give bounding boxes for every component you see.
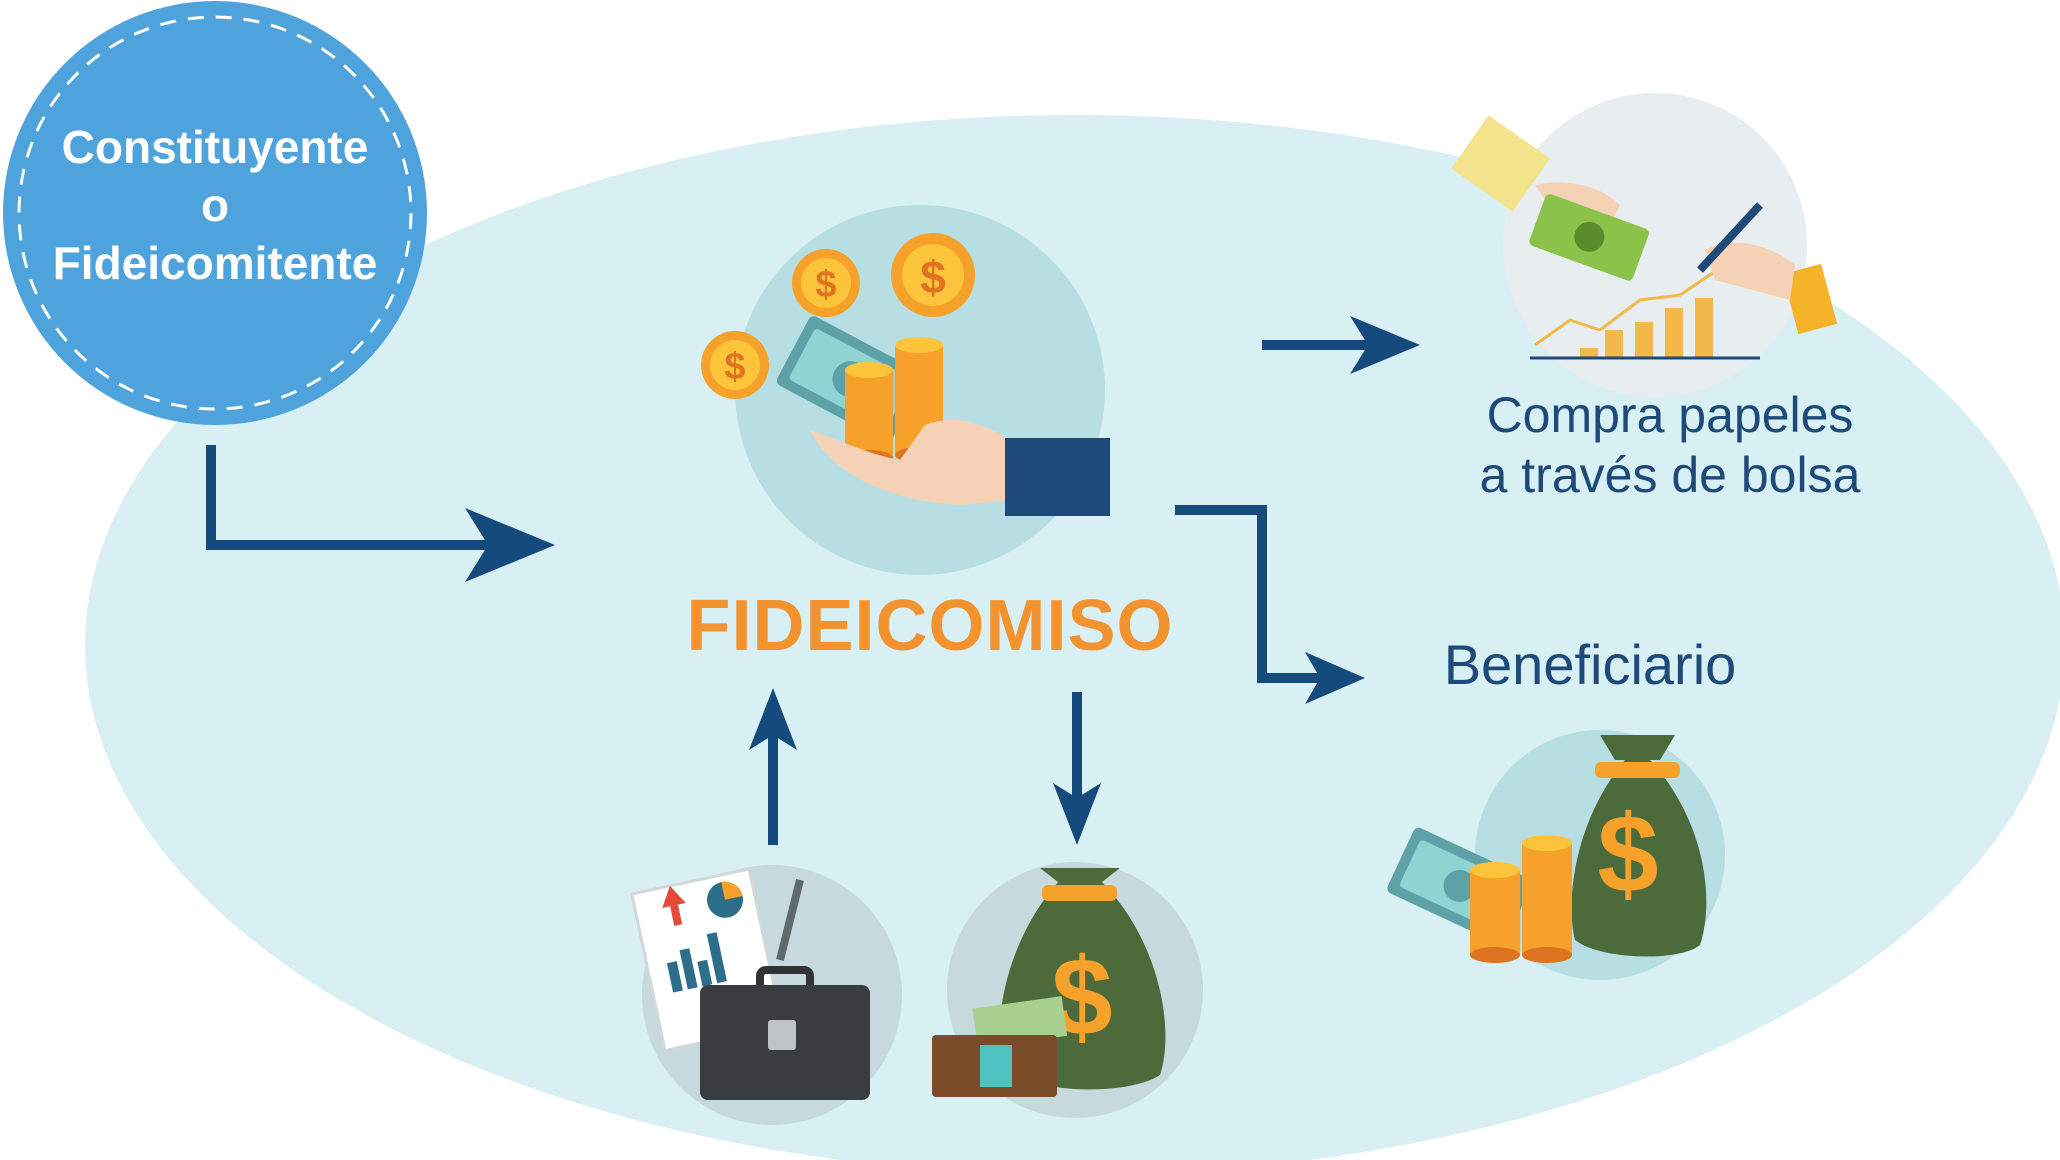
constituyente-line-3: Fideicomitente: [52, 237, 378, 289]
stock-trading-hands-icon: [1451, 93, 1838, 397]
arrow-constituyente-to-fideicomiso: [206, 445, 555, 582]
beneficiario-label: Beneficiario: [1443, 633, 1737, 696]
coins-cash-hand-icon: $ $ $: [701, 205, 1110, 575]
arrow-to-beneficiario: [1175, 505, 1365, 704]
fideicomiso-label: FIDEICOMISO: [686, 586, 1174, 666]
constituyente-label: Constituyente o Fideicomitente: [30, 118, 400, 292]
money-bag-coins-icon: $: [1387, 730, 1725, 980]
constituyente-node: [3, 1, 427, 425]
business-report-briefcase-icon: [629, 865, 902, 1125]
arrow-down-from-fideicomiso: [1053, 692, 1101, 845]
compra-label: Compra papeles a través de bolsa: [1420, 385, 1920, 505]
constituyente-line-2: o: [200, 179, 230, 231]
arrow-up-to-fideicomiso: [749, 688, 797, 845]
svg-text:$: $: [815, 264, 836, 306]
constituyente-line-1: Constituyente: [61, 121, 369, 173]
svg-text:$: $: [724, 346, 745, 388]
compra-line-2: a través de bolsa: [1479, 447, 1861, 503]
svg-text:$: $: [1597, 793, 1658, 916]
arrow-to-compra: [1262, 316, 1420, 374]
compra-line-1: Compra papeles: [1486, 387, 1854, 443]
money-bag-wallet-icon: $: [932, 862, 1203, 1118]
svg-text:$: $: [920, 251, 946, 303]
